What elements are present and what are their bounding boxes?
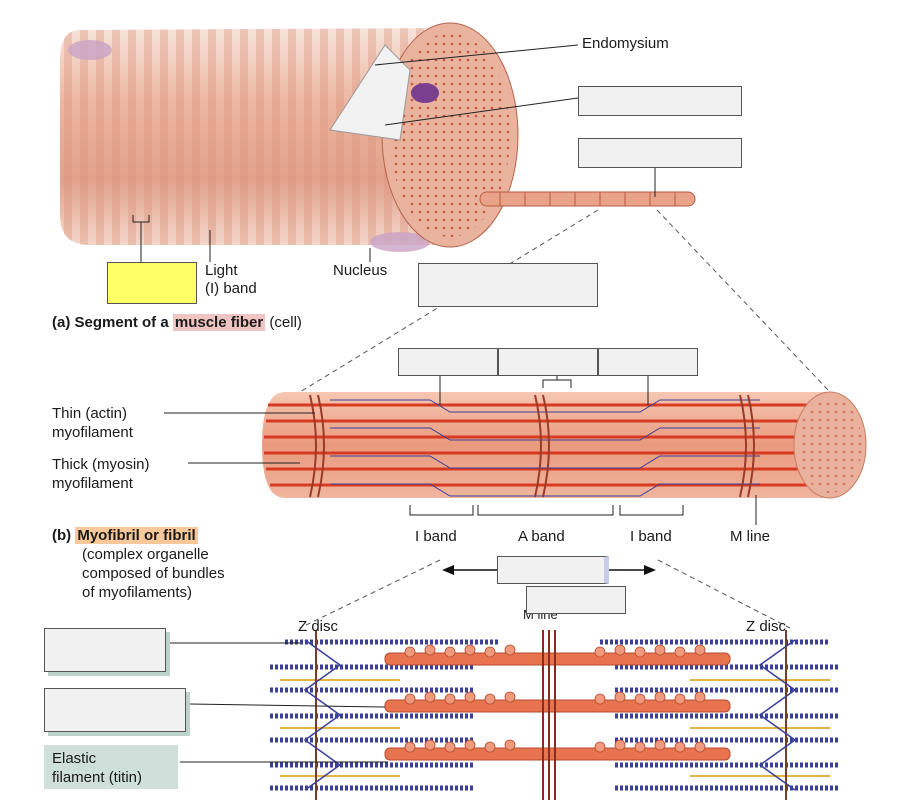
- endomysium-label: Endomysium: [582, 35, 669, 52]
- i-band-left-label: I band: [415, 528, 457, 545]
- leader-lines-b: [164, 375, 757, 525]
- answer-box-thick-filament[interactable]: [44, 688, 186, 732]
- elastic-label-1: Elastic: [52, 750, 97, 767]
- muscle-fiber: [60, 22, 696, 252]
- sarcolemma-flap: [329, 44, 411, 141]
- answer-box-thin-filament[interactable]: [44, 628, 166, 672]
- myofibril: [262, 391, 867, 499]
- nucleus-bottom: [370, 232, 430, 252]
- nucleus-label: Nucleus: [333, 262, 388, 279]
- thin-filament-label-1: Thin (actin): [52, 405, 128, 422]
- thick-filament-label-1: Thick (myosin): [52, 456, 150, 473]
- answer-box-sarcomere[interactable]: [497, 556, 609, 584]
- answer-box-sarcolemma[interactable]: [578, 86, 742, 116]
- caption-a-suffix: (cell): [269, 314, 302, 331]
- light-band-label-1: Light: [205, 262, 238, 279]
- z-disc-lines: [315, 630, 787, 800]
- answer-box-h-left[interactable]: [398, 348, 498, 376]
- elastic-filament-label-bg: [44, 745, 178, 789]
- answer-box-m-line[interactable]: [526, 586, 626, 614]
- answer-box-h-right[interactable]: [598, 348, 698, 376]
- thin-filament-label-2: myofilament: [52, 424, 133, 441]
- sarcomere-detail: [270, 630, 840, 800]
- leader-lines-c: [168, 642, 388, 763]
- elastic-label-2: filament (titin): [52, 769, 143, 786]
- caption-b-prefix: (b): [52, 527, 72, 544]
- light-band-label-2: (I) band: [205, 280, 257, 297]
- answer-box-dark-band[interactable]: [418, 263, 598, 307]
- z-disc-left-label: Z disc: [298, 618, 339, 635]
- fiber-nucleus: [411, 83, 439, 103]
- answer-box-h-mid[interactable]: [498, 348, 598, 376]
- answer-box-myofibril[interactable]: [578, 138, 742, 168]
- m-line-label: M line: [730, 528, 771, 545]
- caption-b-line3: composed of bundles: [82, 565, 225, 582]
- caption-b: (b) Myofibril or fibril: [52, 527, 198, 544]
- nucleus-top: [68, 40, 112, 60]
- z-disc-right-label: Z disc: [746, 618, 787, 635]
- answer-box-a-band-yellow[interactable]: [107, 262, 197, 304]
- caption-a-highlight: muscle fiber: [172, 314, 266, 331]
- caption-b-line4: of myofilaments): [82, 584, 193, 601]
- protruding-myofibril: [479, 191, 696, 207]
- caption-a: (a) Segment of a muscle fiber (cell): [52, 314, 302, 331]
- leader-lines-a: [132, 44, 656, 262]
- caption-b-line2: (complex organelle: [82, 546, 209, 563]
- i-band-right-label: I band: [630, 528, 672, 545]
- m-line-bars: [542, 630, 556, 800]
- thick-filament-label-2: myofilament: [52, 475, 133, 492]
- caption-a-prefix: (a) Segment of a: [52, 314, 169, 331]
- caption-b-highlight: Myofibril or fibril: [75, 527, 198, 544]
- a-band-label: A band: [518, 528, 565, 545]
